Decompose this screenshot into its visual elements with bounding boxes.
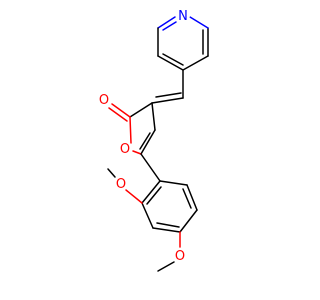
bond-c4-c5-double (139, 132, 151, 150)
bond-ar-c3-c4-double (156, 222, 180, 228)
bond-pyr-c4-c3 (182, 55, 209, 71)
bond-ar-c3-c4 (152, 227, 181, 233)
atom-methoxy-o-2: O (114, 176, 128, 192)
bond-carbonyl (111, 103, 131, 118)
bond-methine-c3 (151, 97, 184, 104)
bond-c5-aryl (140, 153, 161, 182)
atom-carbonyl-o: O (97, 92, 111, 108)
atom-pyridine-n-label: N (178, 9, 188, 24)
bond-c3-c4 (151, 102, 156, 131)
bond-pyr-c2-n (189, 16, 209, 29)
atom-ring-o-label: O (120, 142, 130, 157)
bond-c2-o1 (129, 116, 132, 144)
bond-pyr-c5-c4 (157, 55, 184, 71)
dimethoxyphenyl-ring (141, 180, 198, 233)
bond-ar-c1-c2 (141, 180, 161, 204)
bond-ar-c4-c5 (179, 209, 198, 233)
bond-c4-c5 (140, 129, 156, 155)
bond-c3-c2 (129, 102, 153, 118)
bond-ar-c5-c6-double (182, 188, 192, 209)
bond-methoxy-o-ch3-2 (107, 168, 116, 178)
bond-pyr-n-c6-double (162, 21, 177, 31)
bond-ar-c5-c6 (186, 184, 198, 211)
bond-ar-c2-c3 (141, 202, 154, 229)
bond-ar-c6-c1 (159, 180, 188, 186)
furanone-ring (129, 102, 156, 155)
molecule-structure: N O O O O (97, 8, 209, 272)
bond-c5-o1 (132, 150, 142, 155)
atom-methoxy-o-4-label: O (175, 249, 185, 264)
bond-ar-c2-methoxy-o (125, 189, 143, 204)
atom-ring-o: O (118, 141, 132, 157)
atom-pyridine-n: N (176, 8, 190, 24)
bond-pyr-c5-c4-double (162, 53, 184, 66)
atom-methoxy-o-4: O (173, 248, 187, 264)
bond-methoxy-o-ch3-4 (157, 261, 175, 272)
bond-methine-c3-double (155, 92, 182, 98)
atom-carbonyl-o-label: O (99, 93, 109, 108)
atom-methoxy-o-2-label: O (116, 177, 126, 192)
bond-pyr-n-c6 (157, 16, 176, 29)
pyridine-ring (157, 16, 209, 71)
bond-ar-c1-c2-double (146, 186, 162, 205)
bond-carbonyl-double (108, 107, 128, 122)
